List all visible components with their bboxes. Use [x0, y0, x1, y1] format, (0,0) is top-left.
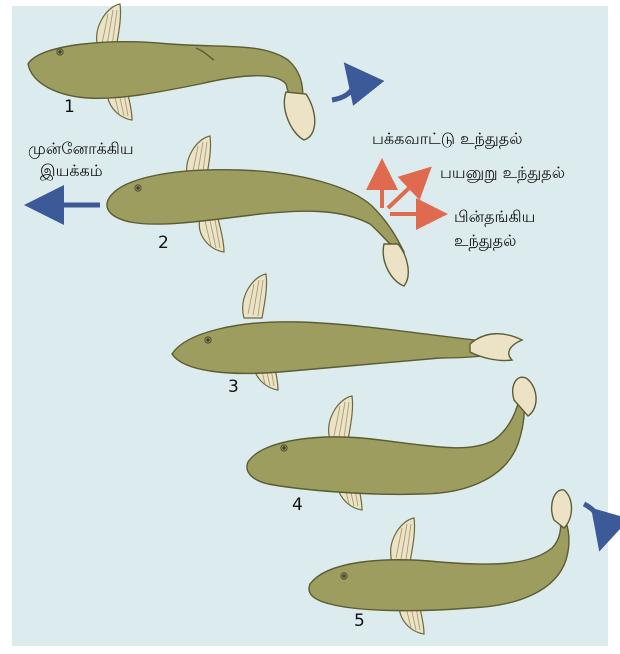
fish-3	[172, 274, 522, 390]
fish-1	[28, 4, 315, 140]
backward-thrust-label-line2: உந்துதல்	[454, 231, 516, 251]
position-number-2: 2	[158, 233, 169, 253]
fish-2	[107, 136, 408, 286]
lateral-thrust-label: பக்கவாட்டு உந்துதல்	[372, 129, 523, 149]
tail-arrow-1	[332, 70, 354, 100]
forward-motion-label-line2: இயக்கம்	[40, 161, 103, 181]
position-number-3: 3	[228, 377, 239, 397]
backward-thrust-label-line1: பின்தங்கிய	[454, 207, 535, 226]
effective-thrust-arrow	[388, 172, 426, 208]
fish-5	[309, 490, 572, 634]
tail-arrow-5	[584, 504, 603, 542]
effective-thrust-label: பயனுறு உந்துதல்	[440, 163, 565, 183]
position-number-5: 5	[354, 611, 365, 631]
forward-motion-label-line1: முன்னோக்கிய	[28, 139, 134, 159]
position-number-1: 1	[64, 97, 75, 117]
position-number-4: 4	[292, 495, 303, 515]
fish-4	[247, 377, 536, 510]
